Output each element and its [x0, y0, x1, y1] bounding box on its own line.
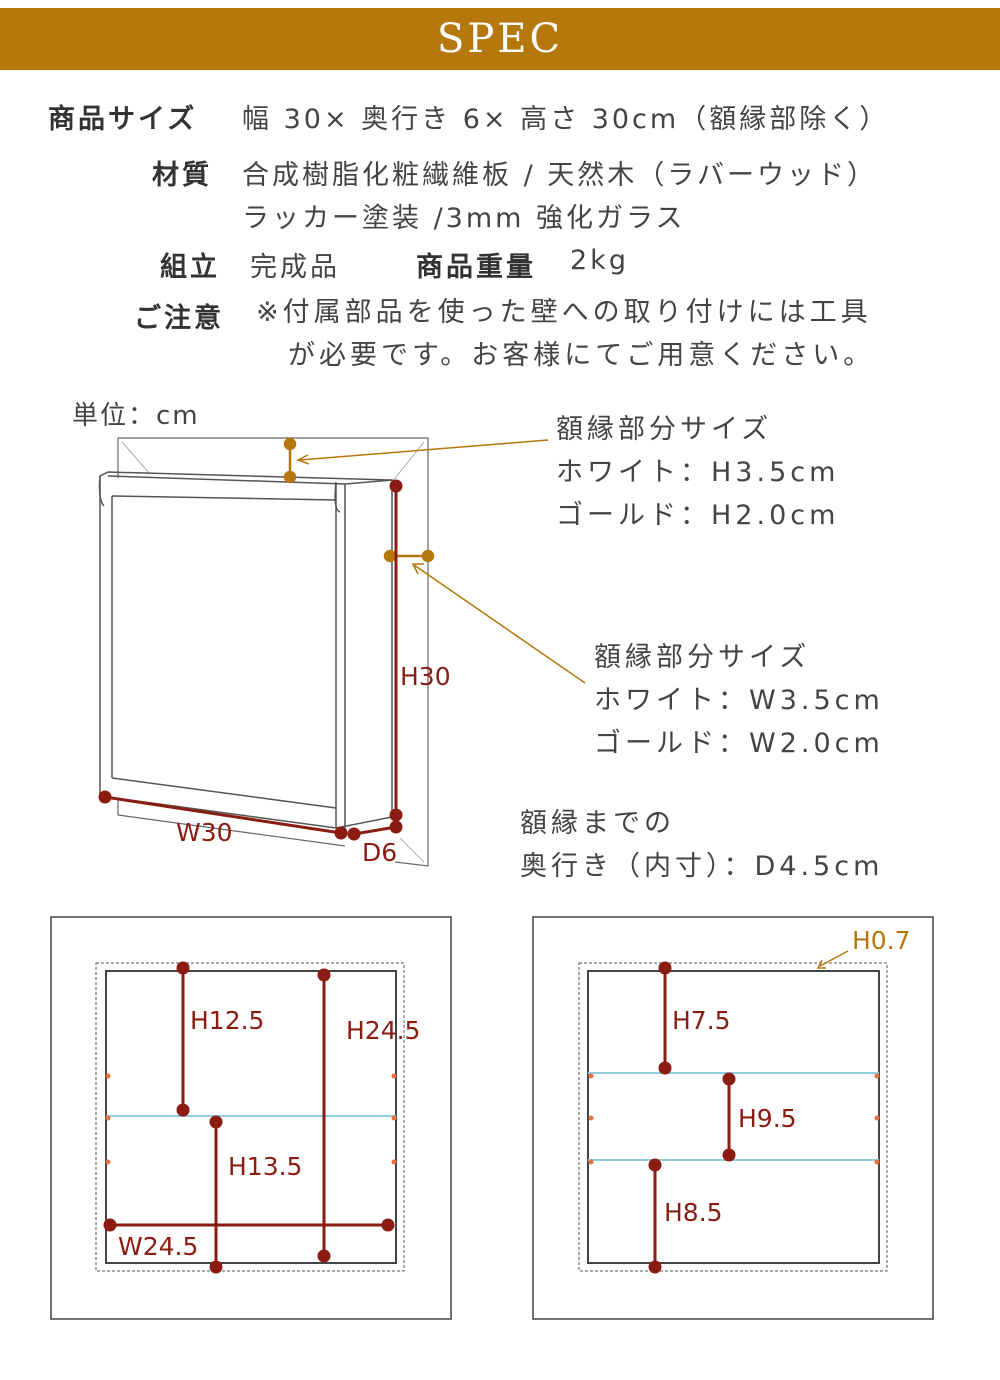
dim-h9-5 [722, 1072, 736, 1162]
frame-top-indicator [283, 437, 297, 484]
left-shelf-pins [105, 1073, 397, 1165]
assembly-value: 完成品 [250, 252, 340, 283]
dim-h24-5 [317, 968, 331, 1263]
dim-h12-5 [176, 961, 190, 1117]
dim-label-h24-5: H24.5 [346, 1016, 421, 1045]
right-shelf-pins [588, 1073, 880, 1165]
dim-label-h12-5: H12.5 [190, 1006, 265, 1035]
unit-label: 単位：cm [72, 401, 200, 431]
frame-w-title: 額縁部分サイズ [594, 642, 811, 673]
frame-side-leader [411, 563, 586, 684]
dim-label-d6: D6 [362, 838, 398, 867]
material-line-2: ラッカー塗装 /3mm 強化ガラス [242, 203, 686, 234]
cabinet-body [98, 471, 393, 829]
frame-w-white: ホワイト：W3.5cm [594, 685, 884, 716]
frame-top-leader [296, 439, 549, 465]
dim-label-h30: H30 [400, 662, 451, 691]
depth-line-1: 額縁までの [520, 808, 675, 839]
frame-plate [117, 437, 429, 867]
dim-width-30 [98, 790, 348, 840]
frame-h-title: 額縁部分サイズ [556, 414, 773, 445]
frame-corner-lines [121, 441, 425, 863]
dim-label-h7-5: H7.5 [672, 1006, 731, 1035]
left-panel [50, 916, 452, 1320]
dim-depth-6 [347, 820, 403, 841]
dim-label-h9-5: H9.5 [738, 1104, 797, 1133]
assembly-label: 組立 [160, 252, 220, 283]
depth-line-2: 奥行き（内寸）：D4.5cm [520, 851, 884, 882]
size-label: 商品サイズ [48, 104, 198, 135]
size-value: 幅 30× 奥行き 6× 高さ 30cm（額縁部除く） [242, 104, 890, 135]
caution-line-1: ※付属部品を使った壁への取り付けには工具 [256, 297, 872, 328]
spec-banner: SPEC [0, 8, 1000, 70]
dim-h13-5 [209, 1115, 223, 1274]
dim-label-w30: W30 [176, 818, 233, 847]
dim-label-h13-5: H13.5 [228, 1152, 303, 1181]
weight-label: 商品重量 [416, 252, 536, 283]
dim-h7-5 [658, 961, 672, 1075]
dim-height-30 [389, 479, 403, 822]
material-label: 材質 [152, 160, 212, 191]
weight-value: 2kg [570, 245, 629, 276]
dim-h8-5 [648, 1158, 662, 1274]
dim-label-h0-7: H0.7 [852, 926, 911, 955]
dim-label-w24-5: W24.5 [118, 1232, 199, 1261]
material-line-1: 合成樹脂化粧繊維板 / 天然木（ラバーウッド） [242, 160, 877, 191]
frame-h-gold: ゴールド：H2.0cm [556, 500, 840, 531]
right-panel [532, 916, 934, 1320]
frame-side-indicator [383, 549, 435, 563]
frame-w-gold: ゴールド：W2.0cm [594, 728, 884, 759]
caution-label: ご注意 [134, 303, 224, 334]
frame-h-white: ホワイト：H3.5cm [556, 457, 840, 488]
dim-label-h8-5: H8.5 [664, 1198, 723, 1227]
h0-7-leader [816, 950, 849, 969]
dim-w24-5 [103, 1218, 395, 1232]
caution-line-2: が必要です。お客様にてご用意ください。 [288, 340, 875, 371]
